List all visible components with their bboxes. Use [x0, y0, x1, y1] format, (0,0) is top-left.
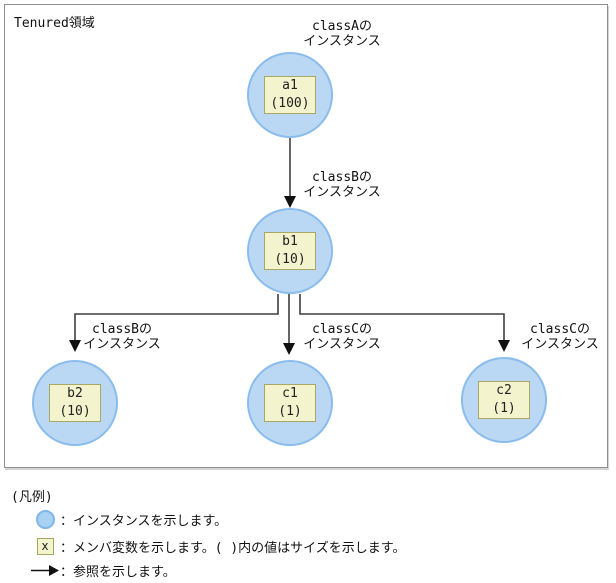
- member-variable-box-c1: c1 (1): [264, 384, 316, 422]
- class-label-line1: classAの: [312, 19, 372, 34]
- instance-node-b1: b1 (10): [247, 208, 333, 294]
- legend-icon-slot: x: [30, 537, 60, 555]
- class-label-c2: classCの インスタンス: [500, 322, 616, 352]
- class-label-line2: インスタンス: [303, 185, 381, 200]
- member-variable-size: (10): [59, 404, 91, 419]
- legend-icon-slot: [30, 509, 60, 529]
- instance-node-c2: c2 (1): [461, 357, 547, 443]
- legend-item-text: ：メンバ変数を示します。( )内の値はサイズを示します。: [60, 540, 406, 556]
- class-label-c1: classCの インスタンス: [282, 322, 402, 352]
- member-variable-size: (1): [492, 401, 516, 416]
- class-label-line1: classCの: [530, 322, 590, 337]
- class-label-line2: インスタンス: [521, 337, 599, 352]
- class-label-line2: インスタンス: [303, 337, 381, 352]
- legend-title: (凡例): [11, 490, 53, 505]
- member-variable-box-b2: b2 (10): [49, 384, 101, 422]
- member-variable-name: b1: [282, 234, 298, 249]
- member-variable-box-b1: b1 (10): [264, 232, 316, 270]
- member-variable-size: (100): [270, 96, 310, 111]
- class-label-line1: classBの: [312, 170, 372, 185]
- tenured-area-title: Tenured領域: [14, 16, 95, 31]
- member-variable-name: c2: [496, 383, 512, 398]
- member-variable-name: c1: [282, 386, 298, 401]
- member-variable-name: a1: [282, 78, 298, 93]
- class-label-line2: インスタンス: [83, 337, 161, 352]
- legend-item-member-variable: x ：メンバ変数を示します。( )内の値はサイズを示します。: [30, 535, 406, 557]
- legend-item-instance: ：インスタンスを示します。: [30, 508, 227, 530]
- class-label-a1: classAの インスタンス: [282, 19, 402, 49]
- reference-arrow-icon: [31, 564, 59, 576]
- legend-item-text: ：参照を示します。: [60, 564, 176, 580]
- member-variable-size: (1): [278, 404, 302, 419]
- instance-node-a1: a1 (100): [247, 52, 333, 138]
- instance-node-c1: c1 (1): [247, 360, 333, 446]
- instance-node-b2: b2 (10): [32, 360, 118, 446]
- class-label-b2: classBの インスタンス: [62, 322, 182, 352]
- member-variable-size: (10): [274, 252, 306, 267]
- member-variable-box-a1: a1 (100): [264, 76, 316, 114]
- class-label-b1: classBの インスタンス: [282, 170, 402, 200]
- member-variable-box-c2: c2 (1): [478, 381, 530, 419]
- legend-item-reference: ：参照を示します。: [30, 559, 176, 581]
- instance-circle-icon: [35, 509, 55, 529]
- legend-icon-slot: [30, 564, 60, 577]
- member-variable-name: b2: [67, 386, 83, 401]
- class-label-line2: インスタンス: [303, 34, 381, 49]
- class-label-line1: classBの: [92, 322, 152, 337]
- class-label-line1: classCの: [312, 322, 372, 337]
- member-variable-box-icon: x: [36, 537, 54, 555]
- legend-item-text: ：インスタンスを示します。: [60, 513, 228, 529]
